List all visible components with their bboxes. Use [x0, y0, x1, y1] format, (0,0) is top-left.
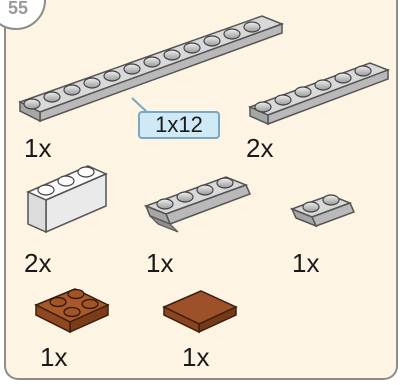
gray-rail-plate-1x4	[143, 176, 252, 233]
step-number-badge: 55	[0, 0, 46, 30]
gray-rail-plate-1x2	[289, 194, 356, 228]
qty-plate-1x12: 1x	[24, 133, 52, 163]
white-brick-1x3	[26, 165, 108, 234]
step-number: 55	[8, 0, 29, 18]
qty-rail-plate-1x4: 1x	[146, 248, 174, 278]
length-callout: 1x12	[138, 111, 220, 139]
gray-plate-1x12	[18, 15, 285, 123]
brown-tile-2x2	[162, 290, 238, 334]
qty-tile-2x2: 1x	[182, 342, 210, 372]
gray-plate-1x6	[248, 62, 391, 126]
brown-plate-2x2	[34, 288, 110, 334]
qty-plate-2x2: 1x	[40, 342, 68, 372]
qty-brick-1x3: 2x	[24, 248, 52, 278]
qty-plate-1x6: 2x	[246, 133, 274, 163]
qty-rail-plate-1x2: 1x	[292, 248, 320, 278]
